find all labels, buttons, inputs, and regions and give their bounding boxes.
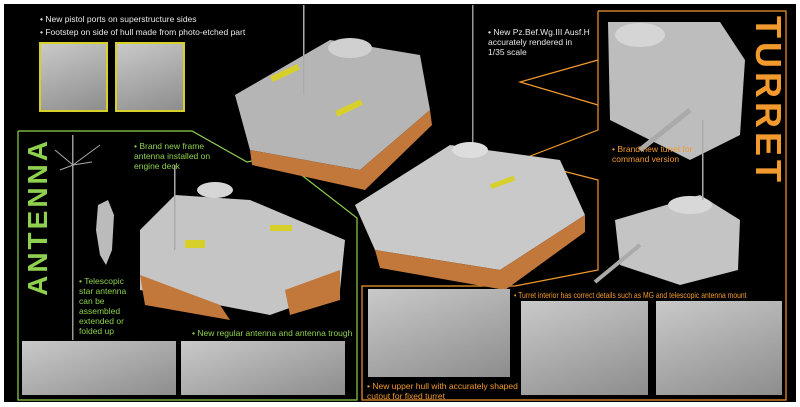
tank-render-antenna [140,165,345,320]
note-upper-hull: New upper hull with accurately shaped cu… [367,381,518,401]
antenna-frame [17,130,358,401]
tank-render-top [235,5,432,190]
note-frame-antenna: Brand new frame antenna installed on eng… [134,141,210,171]
star-antenna-render [54,135,114,340]
inset-upper-hull [368,289,510,377]
tank-render-center [355,142,585,290]
turret-pointer [517,59,599,106]
turret-render [593,22,745,285]
note-star-antenna: Telescopic star antenna can be assembled… [79,276,126,336]
note-model: New Pz.Bef.Wg.III Ausf.H accurately rend… [488,27,590,57]
turret-frame [361,10,787,401]
note-new-turret: Brand new turret for command version [612,144,692,164]
inset-turret-interior-1 [521,301,648,395]
inset-antenna-trough-2 [181,341,345,395]
note-regular-antenna: New regular antenna and antenna trough [192,328,352,338]
antenna-heading: ANTENNA [22,138,53,296]
inset-pistol-port [115,42,185,112]
antenna-mast [472,5,474,205]
inset-footstep [39,42,108,112]
turret-heading: TURRET [748,16,789,186]
note-pistol-ports: New pistol ports on superstructure sides [40,14,196,24]
inset-turret-interior-2 [656,301,782,395]
inset-antenna-trough-1 [22,341,176,395]
note-turret-interior: Turret interior has correct details such… [514,290,746,300]
note-footstep: Footstep on side of hull made from photo… [40,27,245,37]
